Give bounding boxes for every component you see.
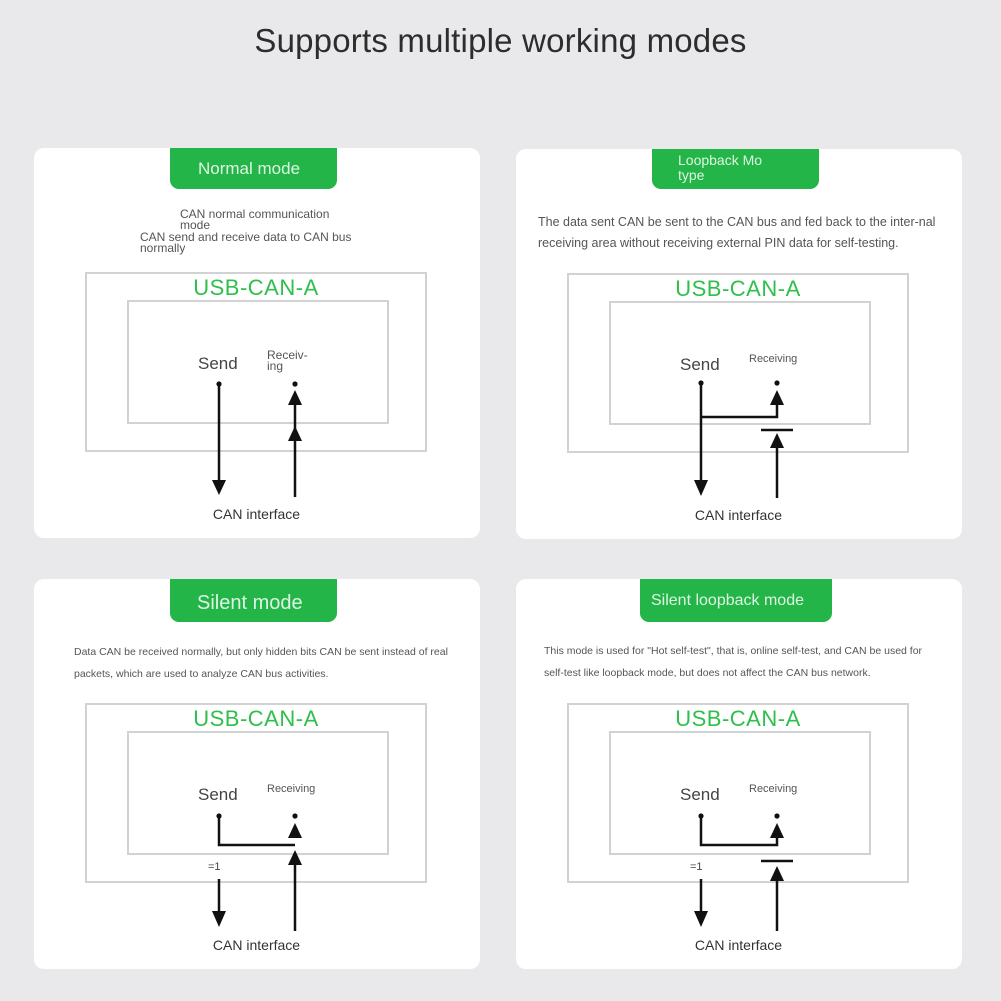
receive-arrow-icon [288, 823, 302, 838]
external-arrow-icon [770, 433, 784, 448]
mode-tab-silent: Silent mode [170, 579, 337, 622]
device-inner-frame [127, 731, 389, 855]
signal-wiring [212, 813, 302, 931]
mode-tab-label: Normal mode [198, 159, 301, 178]
device-label: USB-CAN-A [675, 276, 801, 301]
mode-tab-normal: Normal mode [170, 148, 337, 189]
external-arrow-icon [770, 866, 784, 881]
gate-label: =1 [690, 861, 703, 873]
receive-label: Receiving [749, 353, 798, 365]
send-arrow-icon [212, 480, 226, 495]
mode-description: The data sent CAN be sent to the CAN bus… [538, 215, 936, 250]
can-interface-label: CAN interface [694, 507, 783, 523]
receive-node [774, 380, 780, 386]
send-label: Send [198, 785, 238, 804]
send-label: Send [198, 354, 238, 373]
mode-tab-label: Silent loopback mode [651, 592, 804, 609]
mode-description: CAN send and receive data to CAN bus nor… [140, 230, 352, 255]
receive-label: Receiv-ing [267, 348, 308, 373]
mode-card-loopback: Loopback Mo type The data sent CAN be se… [516, 149, 962, 539]
send-to-receive-line [217, 816, 295, 847]
mode-card-normal: Normal mode CAN normal communication mod… [34, 148, 480, 538]
send-node [698, 380, 704, 386]
receive-node [774, 813, 780, 819]
receive-arrow-icon [288, 426, 302, 441]
receive-arrow-icon [288, 390, 302, 405]
mode-description: Data CAN be received normally, but only … [74, 646, 448, 680]
page-title: Supports multiple working modes [254, 22, 747, 59]
receive-label: Receiving [267, 783, 316, 795]
signal-wiring [694, 380, 793, 498]
can-interface-label: CAN interface [212, 937, 301, 953]
external-arrow-icon [288, 850, 302, 865]
loopback-arrow-icon [770, 823, 784, 838]
device-inner-frame [127, 300, 389, 424]
device-outer-frame [567, 273, 909, 453]
signal-wiring [212, 381, 302, 497]
signal-wiring [694, 813, 793, 931]
device-inner-frame [609, 301, 871, 425]
send-label: Send [680, 785, 720, 804]
device-label: USB-CAN-A [193, 275, 319, 300]
can-interface-label: CAN interface [694, 937, 783, 953]
loopback-line [701, 403, 779, 419]
mode-description: This mode is used for "Hot self-test", t… [544, 645, 923, 679]
receive-node [292, 381, 298, 387]
can-interface-label: CAN interface [212, 506, 301, 522]
send-arrow-icon [694, 911, 708, 927]
gate-label: =1 [208, 861, 221, 873]
device-outer-frame [567, 703, 909, 883]
receive-node [292, 813, 298, 819]
mode-card-silent-loopback: Silent loopback mode This mode is used f… [516, 579, 962, 969]
mode-tab-label: Loopback Mo type [678, 152, 763, 183]
send-node [216, 381, 222, 387]
send-arrow-icon [212, 911, 226, 927]
mode-tab-label: Silent mode [197, 592, 303, 614]
mode-tab-loopback: Loopback Mo type [652, 149, 819, 189]
device-outer-frame [85, 272, 427, 452]
mode-card-silent: Silent mode Data CAN be received normall… [34, 579, 480, 969]
loopback-line [699, 816, 779, 847]
device-label: USB-CAN-A [675, 706, 801, 731]
mode-tab-silent-loopback: Silent loopback mode [640, 579, 832, 622]
device-outer-frame [85, 703, 427, 883]
send-arrow-icon [694, 480, 708, 496]
send-label: Send [680, 355, 720, 374]
device-inner-frame [609, 731, 871, 855]
loopback-arrow-icon [770, 390, 784, 405]
mode-description: CAN normal communication mode [180, 207, 330, 232]
device-label: USB-CAN-A [193, 706, 319, 731]
receive-label: Receiving [749, 783, 798, 795]
